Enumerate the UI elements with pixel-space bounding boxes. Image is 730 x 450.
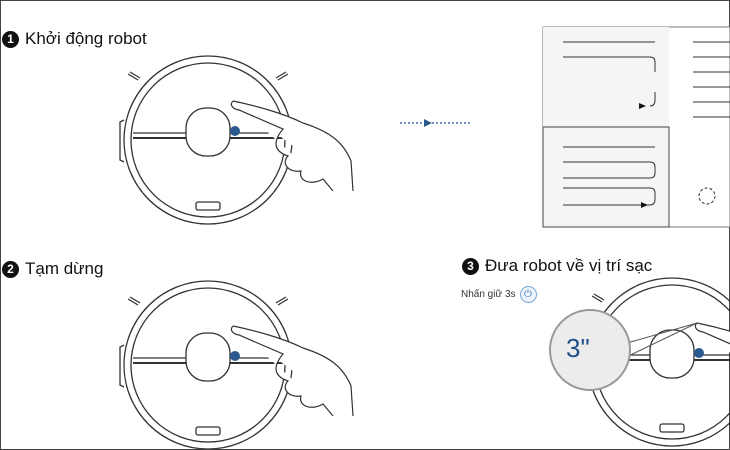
step-number: 2 (2, 260, 19, 278)
magnifier-text: 3" (566, 333, 590, 363)
step-1: 1 Khởi động robot (2, 29, 147, 49)
cleaning-map (542, 26, 730, 228)
hold-hint: Nhấn giữ 3s ⏻ (461, 286, 537, 303)
power-icon: ⏻ (519, 286, 537, 303)
step-2: 2 Tạm dừng (2, 259, 103, 279)
step-label: Tạm dừng (25, 259, 104, 278)
hand-dock (694, 322, 730, 414)
robot-pause (119, 280, 293, 450)
hold-text: Nhấn giữ 3s (461, 289, 516, 300)
step-label: Khởi động robot (25, 29, 147, 48)
magnifier (549, 309, 631, 391)
step-number: 3 (462, 257, 479, 275)
step-3: 3 Đưa robot về vị trí sạc (462, 256, 652, 276)
step-number: 1 (2, 30, 19, 48)
robot-start (119, 55, 293, 225)
arrow-head (424, 119, 432, 127)
step-label: Đưa robot về vị trí sạc (485, 256, 653, 275)
